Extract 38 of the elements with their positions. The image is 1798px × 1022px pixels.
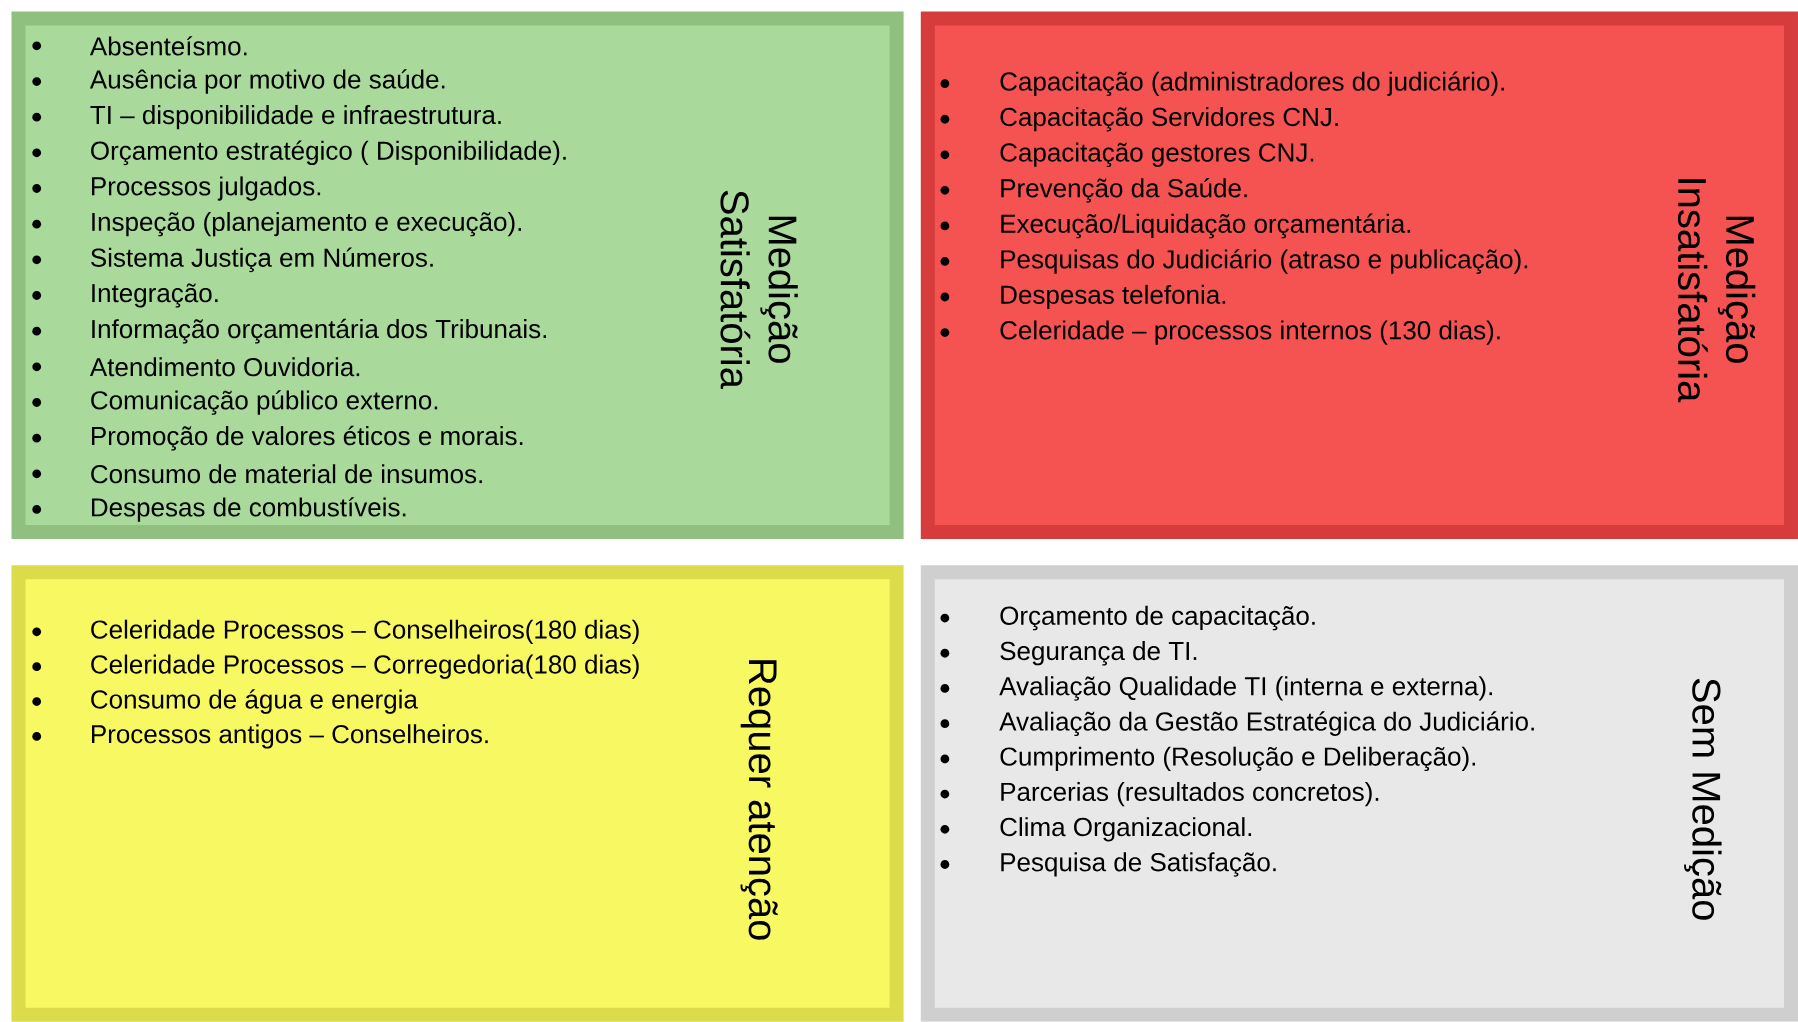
list-item: Capacitação (administradores do judiciário). <box>1000 71 1504 97</box>
list-item: Consumo de água e energia <box>91 689 418 714</box>
list-item: Clima Organizacional. <box>1000 817 1252 842</box>
list-item: Despesas telefonia. <box>1001 284 1226 310</box>
list-item: Capacitação gestores CNJ. <box>1000 142 1314 167</box>
quadrant-heading: Sem Medição <box>1684 678 1722 920</box>
list-item: Processos julgados. <box>92 176 321 201</box>
list-item: Pesquisas do Judiciário (atraso e publicação). <box>1001 249 1528 274</box>
list-item: Informação orçamentária dos Tribunais. <box>92 318 546 344</box>
list-item: Absenteísmo. <box>89 36 247 56</box>
list-item: Atendimento Ouvidoria. <box>89 357 360 377</box>
list-item: Comunicação público externo. <box>91 390 438 415</box>
list-item: Processos antigos – Conselheiros. <box>92 724 488 749</box>
list-item: Inspeção (planejamento e execução). <box>92 212 521 237</box>
list-item: Celeridade Processos – Conselheiros(180 dias) <box>91 619 639 644</box>
list-item: Despesas de combustíveis. <box>92 497 406 522</box>
list-item: Avaliação Qualidade TI (interna e externa). <box>999 676 1492 701</box>
list-item: Consumo de material de insumos. <box>91 464 482 484</box>
list-item: Prevenção da Saúde. <box>1001 178 1247 203</box>
quadrant-heading: Medição Satisfatória <box>720 190 798 389</box>
list-item: Celeridade – processos internos (130 dias). <box>1000 320 1500 345</box>
list-item: Avaliação da Gestão Estratégica do Judiciário. <box>999 711 1534 736</box>
quadrant-heading: Requer atenção <box>740 660 778 940</box>
list-item: Promoção de valores éticos e morais. <box>92 425 523 451</box>
list-item: Segurança de TI. <box>1000 641 1197 666</box>
list-item: Capacitação Servidores CNJ. <box>1000 107 1338 132</box>
list-item: TI – disponibilidade e infraestrutura. <box>90 105 501 130</box>
list-item: Parcerias (resultados concretos). <box>1001 781 1379 807</box>
list-item: Orçamento estratégico ( Disponibilidade). <box>91 140 566 166</box>
list-item: Cumprimento (Resolução e Deliberação). <box>1000 746 1475 772</box>
list-item: Integração. <box>92 283 218 308</box>
list-item: Ausência por motivo de saúde. <box>89 69 445 94</box>
list-item: Celeridade Processos – Corregedoria(180 dias) <box>91 654 639 679</box>
list-item: Pesquisa de Satisfação. <box>1001 852 1276 877</box>
list-item: Execução/Liquidação orçamentária. <box>1001 213 1411 239</box>
quadrant-heading: Medição Insatisfatória <box>1677 179 1756 403</box>
list-item: Sistema Justiça em Números. <box>91 247 433 273</box>
list-item: Orçamento de capacitação. <box>1000 605 1315 631</box>
